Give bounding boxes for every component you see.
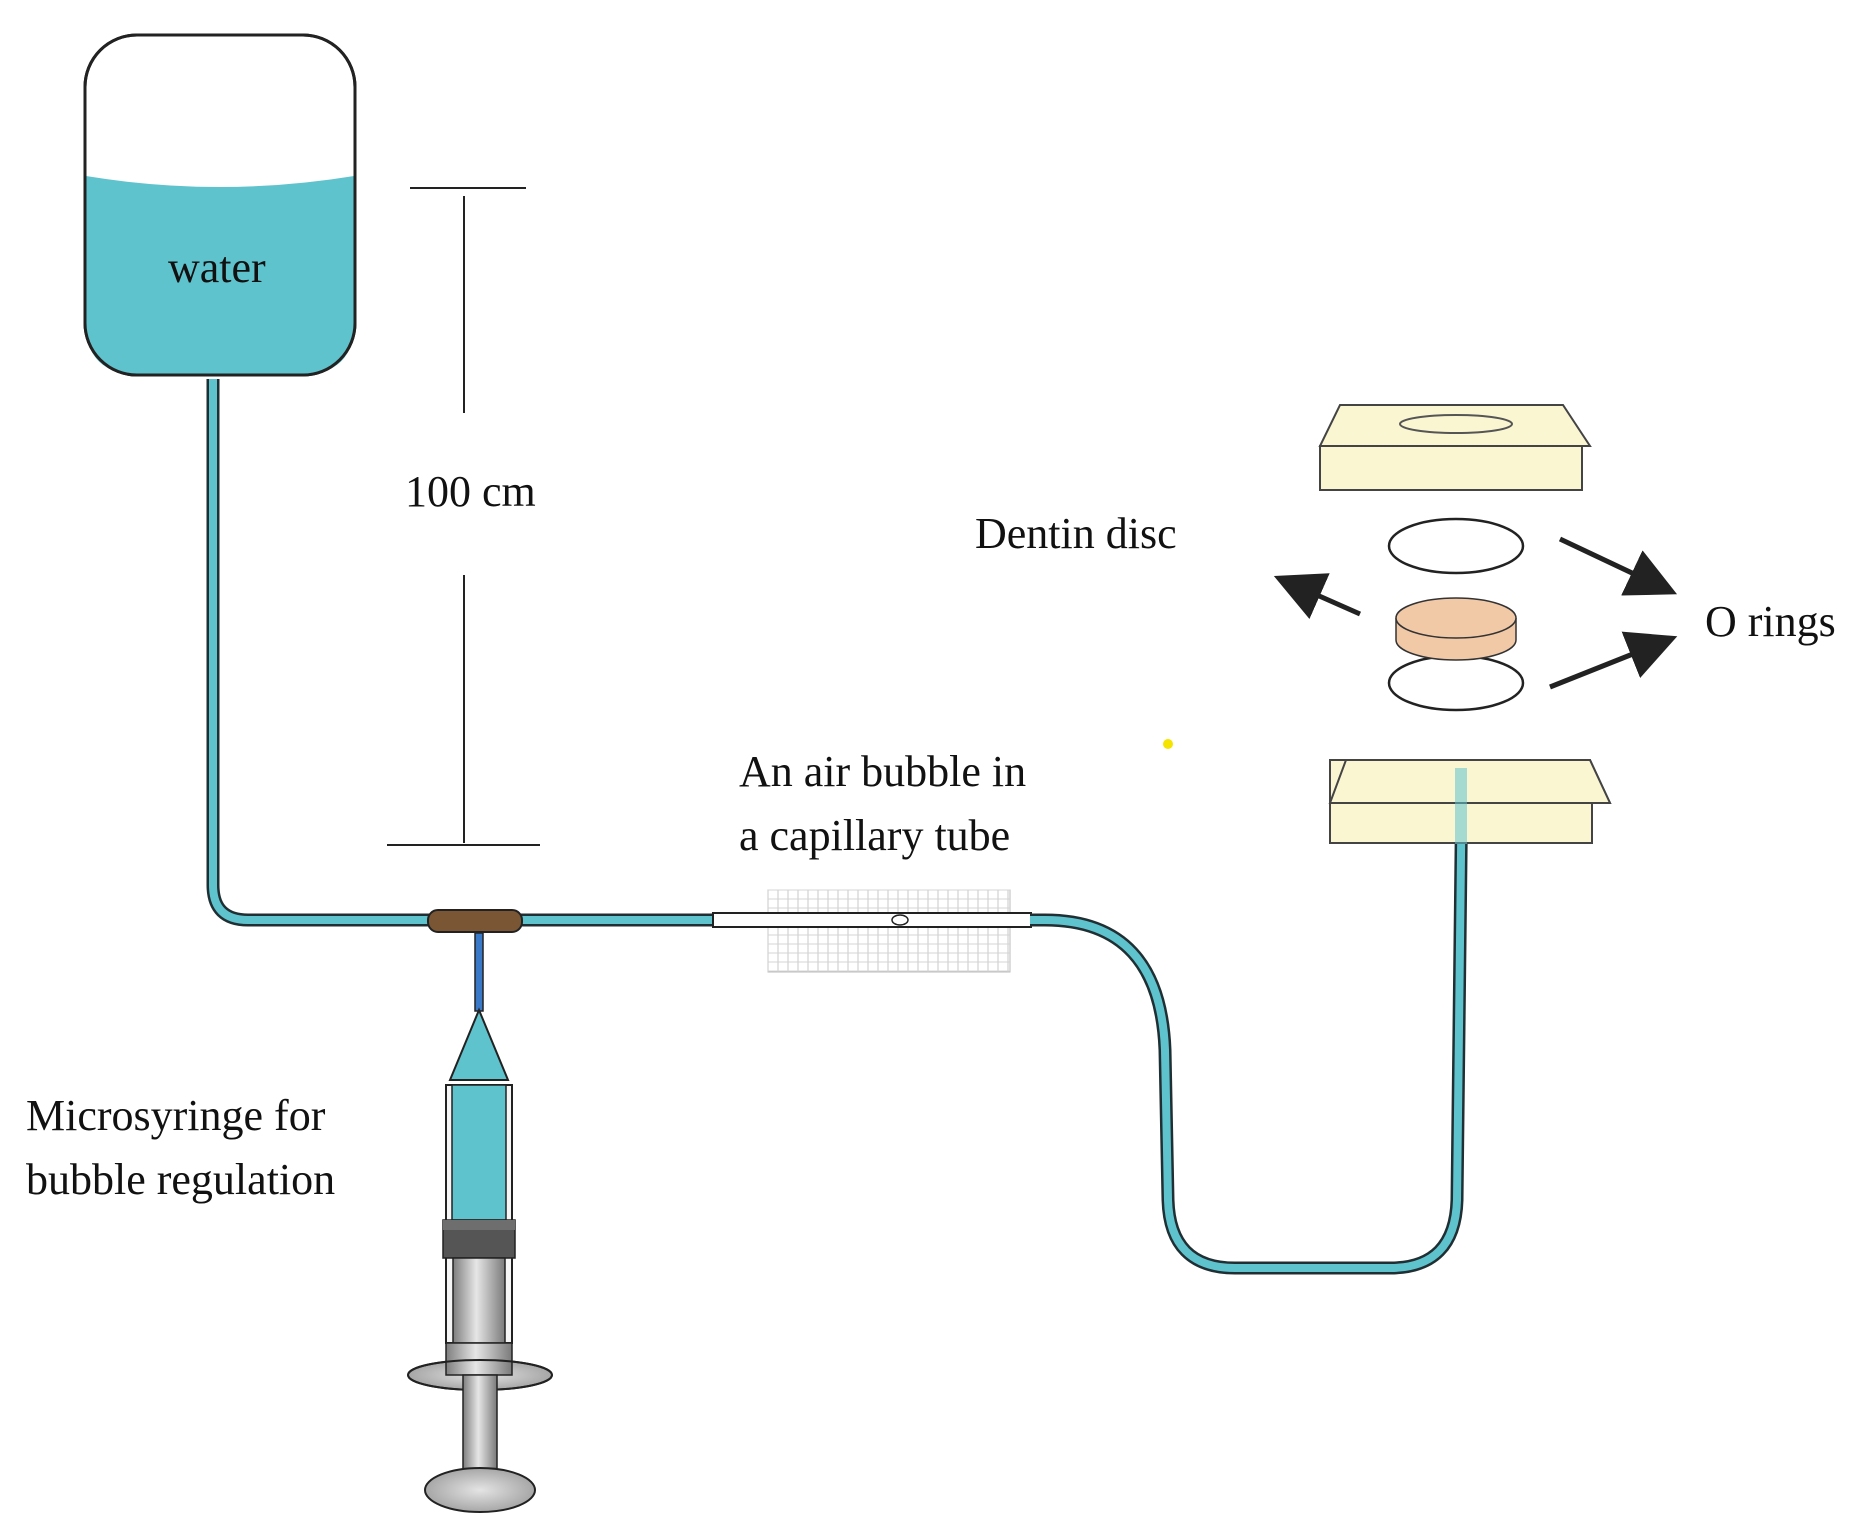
dentin-disc [1395,597,1517,661]
air-bubble [891,914,909,926]
height-dimension [387,187,540,846]
o-ring-bottom [1387,654,1525,712]
capillary-label-line2: a capillary tube [739,811,1011,860]
accent-dot [1163,739,1173,749]
syringe-thumb-rest [424,1467,536,1513]
tube-connector [427,909,523,933]
syringe-plunger-rod [462,1374,498,1486]
arrow-to-dentin-label [1273,573,1362,620]
microsyringe-label-line2: bubble regulation [26,1155,336,1204]
capillary-label-line1: An air bubble in [739,747,1027,796]
microsyringe-label-line1: Microsyringe for [26,1091,326,1140]
o-rings-label: O rings [1705,597,1836,646]
arrow-o-ring-top [1558,536,1678,596]
capillary-tube [712,889,1032,973]
chamber-top-block [1318,404,1592,491]
chamber-bottom-block [1328,759,1612,844]
water-reservoir [83,33,357,377]
chamber-tube [1030,769,1469,1275]
microsyringe [407,932,553,1513]
water-label: water [168,243,266,292]
arrow-o-ring-bottom [1549,631,1678,690]
capillary-scale-grid [767,889,1011,973]
o-ring-top [1387,517,1525,575]
reservoir-water [86,176,354,374]
syringe-needle [474,932,484,1012]
feed-tube [206,379,715,927]
dentin-disc-label: Dentin disc [975,509,1177,558]
syringe-hub [448,1007,510,1081]
height-label: 100 cm [405,467,536,516]
